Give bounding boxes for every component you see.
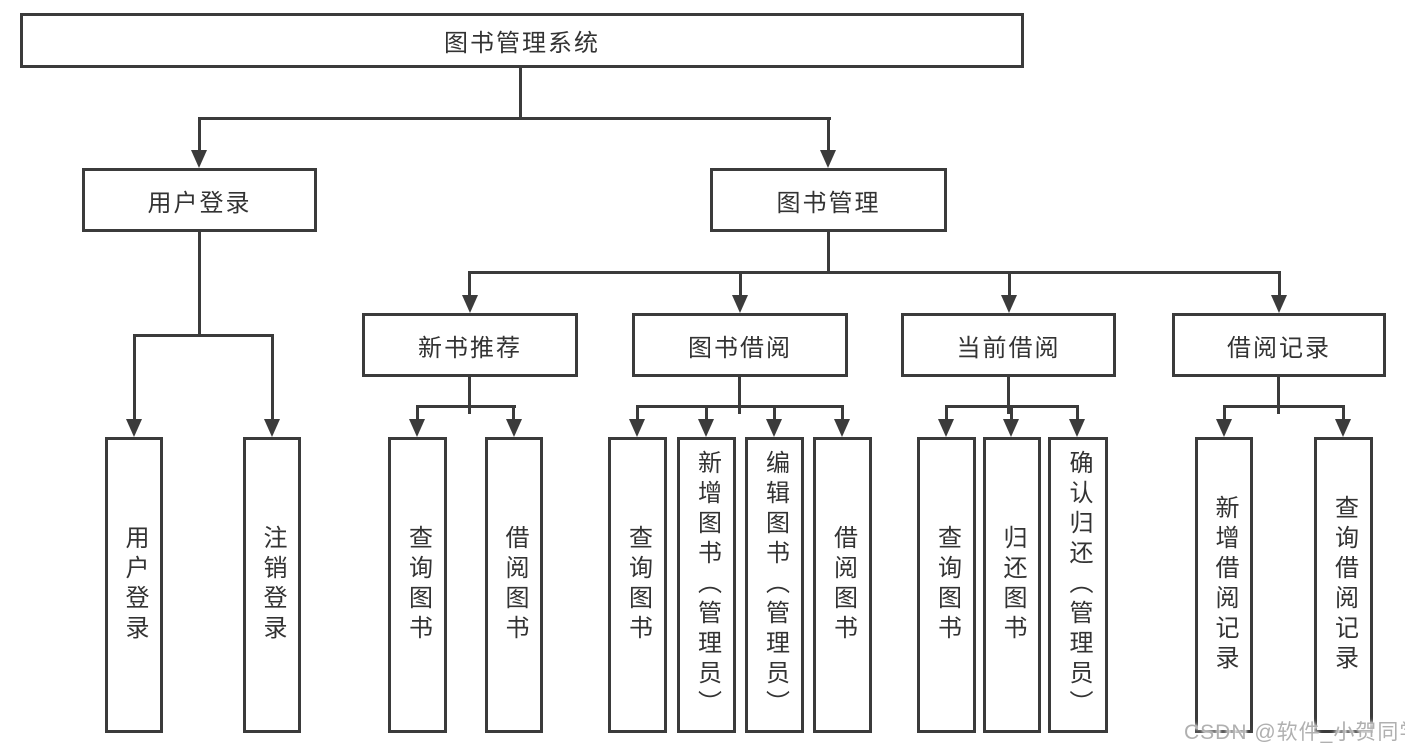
node-label: 新增借阅记录 bbox=[1211, 495, 1238, 675]
connector-line bbox=[1278, 271, 1281, 296]
connector-line bbox=[636, 405, 639, 421]
leaf-query-books-current: 查询图书 bbox=[917, 437, 976, 733]
connector-line bbox=[1342, 405, 1345, 421]
connector-line bbox=[416, 405, 419, 421]
connector-line bbox=[1076, 405, 1079, 421]
arrowhead bbox=[409, 419, 425, 437]
connector-line bbox=[827, 232, 830, 274]
node-borrow-records: 借阅记录 bbox=[1172, 313, 1386, 377]
leaf-return-books: 归还图书 bbox=[983, 437, 1041, 733]
connector-line bbox=[1277, 377, 1280, 414]
connector-line bbox=[469, 271, 1281, 274]
connector-line bbox=[133, 334, 274, 337]
node-book-management: 图书管理 bbox=[710, 168, 947, 232]
connector-line bbox=[512, 405, 515, 421]
arrowhead bbox=[629, 419, 645, 437]
node-label: 用户登录 bbox=[147, 189, 252, 217]
node-root-system: 图书管理系统 bbox=[20, 13, 1024, 68]
node-user-login: 用户登录 bbox=[82, 168, 317, 232]
node-label: 用户登录 bbox=[121, 525, 148, 645]
leaf-borrow-books: 借阅图书 bbox=[813, 437, 872, 733]
node-current-borrow: 当前借阅 bbox=[901, 313, 1116, 377]
node-new-book-recommend: 新书推荐 bbox=[362, 313, 578, 377]
node-label: 查询图书 bbox=[404, 525, 432, 645]
node-label: 新书推荐 bbox=[418, 334, 522, 362]
leaf-query-books-borrow: 查询图书 bbox=[608, 437, 667, 733]
connector-line bbox=[705, 405, 708, 421]
node-label: 当前借阅 bbox=[956, 334, 1061, 362]
node-label: 归还图书 bbox=[999, 525, 1026, 645]
node-book-borrow: 图书借阅 bbox=[632, 313, 848, 377]
arrowhead bbox=[1069, 419, 1085, 437]
node-label: 注销登录 bbox=[259, 525, 286, 645]
connector-line bbox=[738, 377, 741, 414]
node-label: 新增图书（管理员） bbox=[693, 450, 721, 720]
arrowhead bbox=[1271, 295, 1287, 313]
arrowhead bbox=[1216, 419, 1232, 437]
connector-line bbox=[416, 405, 516, 408]
arrowhead bbox=[191, 150, 207, 168]
connector-line bbox=[827, 117, 830, 151]
leaf-borrow-books-recommend: 借阅图书 bbox=[485, 437, 543, 733]
connector-line bbox=[1223, 405, 1226, 421]
connector-line bbox=[468, 377, 471, 414]
arrowhead bbox=[462, 295, 478, 313]
node-label: 查询借阅记录 bbox=[1330, 495, 1358, 675]
leaf-query-books-recommend: 查询图书 bbox=[388, 437, 447, 733]
arrowhead bbox=[834, 419, 850, 437]
leaf-confirm-return-admin: 确认归还（管理员） bbox=[1048, 437, 1108, 733]
leaf-add-borrow-record: 新增借阅记录 bbox=[1195, 437, 1253, 733]
node-label: 查询图书 bbox=[624, 525, 652, 645]
connector-line bbox=[198, 232, 201, 337]
node-label: 查询图书 bbox=[933, 525, 961, 645]
arrowhead bbox=[1335, 419, 1351, 437]
node-label: 图书管理系统 bbox=[444, 30, 600, 57]
watermark: CSDN @软件_小贺同学 bbox=[1184, 721, 1405, 744]
node-label: 图书管理 bbox=[776, 189, 881, 217]
node-label: 借阅图书 bbox=[829, 525, 857, 645]
leaf-logout-login: 注销登录 bbox=[243, 437, 301, 733]
connector-line bbox=[1008, 271, 1011, 296]
arrowhead bbox=[732, 295, 748, 313]
connector-line bbox=[636, 405, 844, 408]
arrowhead bbox=[698, 419, 714, 437]
connector-line bbox=[1010, 405, 1013, 421]
node-label: 图书借阅 bbox=[688, 334, 792, 362]
arrowhead bbox=[820, 150, 836, 168]
connector-line bbox=[841, 405, 844, 421]
connector-line bbox=[1007, 377, 1010, 414]
connector-line bbox=[198, 117, 831, 120]
arrowhead bbox=[264, 419, 280, 437]
connector-line bbox=[519, 68, 522, 120]
node-label: 借阅图书 bbox=[501, 525, 528, 645]
connector-line bbox=[198, 117, 201, 151]
leaf-user-login: 用户登录 bbox=[105, 437, 163, 733]
arrowhead bbox=[1001, 295, 1017, 313]
connector-line bbox=[1223, 405, 1345, 408]
connector-line bbox=[133, 334, 136, 421]
arrowhead bbox=[938, 419, 954, 437]
leaf-edit-books-admin: 编辑图书（管理员） bbox=[745, 437, 804, 733]
node-label: 编辑图书（管理员） bbox=[761, 450, 789, 720]
arrowhead bbox=[126, 419, 142, 437]
arrowhead bbox=[506, 419, 522, 437]
connector-line bbox=[468, 271, 471, 296]
node-label: 确认归还（管理员） bbox=[1065, 450, 1092, 720]
leaf-query-borrow-record: 查询借阅记录 bbox=[1314, 437, 1373, 733]
connector-line bbox=[945, 405, 948, 421]
arrowhead bbox=[766, 419, 782, 437]
arrowhead bbox=[1003, 419, 1019, 437]
connector-line bbox=[271, 334, 274, 421]
leaf-add-books-admin: 新增图书（管理员） bbox=[677, 437, 736, 733]
connector-line bbox=[739, 271, 742, 296]
node-label: 借阅记录 bbox=[1227, 334, 1331, 362]
connector-line bbox=[773, 405, 776, 421]
